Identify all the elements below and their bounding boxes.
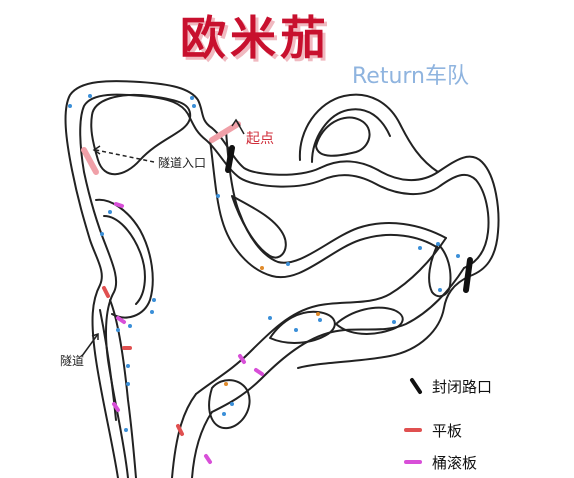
track-lower-island-2 xyxy=(335,306,404,335)
legend-icons xyxy=(404,378,422,464)
track-lower-lower xyxy=(211,267,465,413)
track-bottom-right xyxy=(191,411,213,478)
legend-item-flat-board: 平板 xyxy=(432,420,462,441)
annotation-arrows xyxy=(81,118,245,357)
legend-label: 桶滚板 xyxy=(432,454,478,472)
legend-item-closed-junction: 封闭路口 xyxy=(432,376,492,397)
track-bottom-left xyxy=(171,393,197,478)
team-name: Return车队 xyxy=(352,64,470,89)
track-left-secondary-inner xyxy=(103,215,146,305)
flat-board-icon xyxy=(102,286,110,298)
closed-junction-icon xyxy=(225,145,235,173)
track-inner-left xyxy=(79,93,323,478)
barrel-roll-board-icon xyxy=(112,402,120,412)
closed-junction-icon xyxy=(410,378,422,394)
closed-junction-markers xyxy=(225,145,473,293)
tunnel-entrance-band xyxy=(81,147,99,175)
barrel-roll-board-icon xyxy=(238,354,246,364)
bonus-markers xyxy=(224,266,320,386)
map-title: 欧米茄 xyxy=(180,11,330,65)
track-right-upper-loop-inner xyxy=(321,173,490,269)
track-bottom-loop xyxy=(208,379,251,430)
track-right-top-lobe xyxy=(298,93,439,173)
track-tunnel-strip xyxy=(109,299,137,478)
barrel-roll-board-icon xyxy=(254,368,264,376)
barrel-roll-board-icon xyxy=(114,202,124,208)
flat-board-markers xyxy=(102,286,184,436)
tunnel-arrow xyxy=(81,333,99,357)
track-lower-island-1 xyxy=(269,310,336,344)
barrel-roll-board-icon xyxy=(116,316,126,324)
tunnel-entrance-label: 隧道入口 xyxy=(158,156,207,170)
track-lower-upper xyxy=(195,237,447,395)
track-left-hairpin xyxy=(90,94,192,176)
track-right-top-island xyxy=(315,116,371,157)
track-right-upper-loop-outer xyxy=(297,155,500,369)
track-outer-left xyxy=(64,80,321,478)
start-arrow-head xyxy=(231,118,241,127)
tunnel-entrance-arrow xyxy=(95,149,155,163)
flat-board-icon xyxy=(176,424,184,436)
start-line xyxy=(209,121,241,143)
start-label: 起点 xyxy=(246,131,274,147)
checkpoint-markers xyxy=(68,94,460,432)
track-right-top-lobe-inner xyxy=(311,108,391,163)
legend-label: 封闭路口 xyxy=(432,378,493,396)
track-middle-upper xyxy=(209,139,439,279)
closed-junction-icon xyxy=(463,257,473,293)
track-middle-lower xyxy=(225,129,447,264)
tunnel-label: 隧道 xyxy=(60,354,85,368)
track-middle-island xyxy=(231,195,287,259)
barrel-roll-board-icon xyxy=(204,454,212,464)
legend-label: 平板 xyxy=(432,422,463,440)
tunnel-entrance-arrow-head xyxy=(92,145,101,155)
legend-item-barrel-roll-board: 桶滚板 xyxy=(432,452,477,473)
track-left-secondary xyxy=(95,198,154,319)
tunnel-arrow-head xyxy=(91,332,99,340)
barrel-roll-board-markers xyxy=(112,202,264,464)
